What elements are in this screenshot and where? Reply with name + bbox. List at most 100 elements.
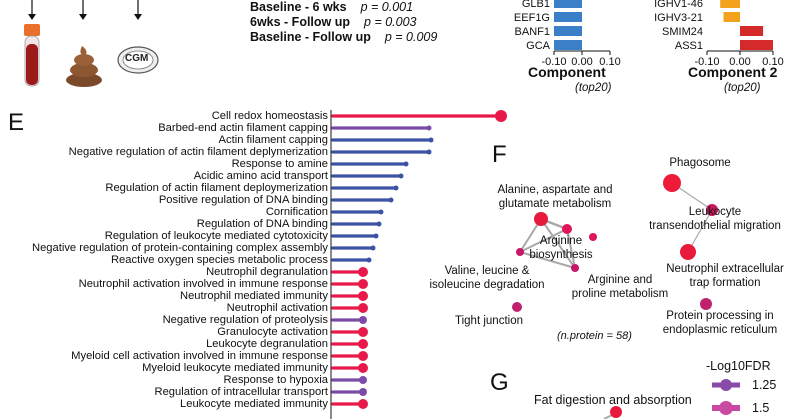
network-f-node-label: Valine, leucine &isoleucine degradation <box>429 265 545 291</box>
arrowhead-tube <box>28 14 36 20</box>
network-f-annotation: (n.protein = 58) <box>557 330 632 342</box>
comp2-gene-label: SMIM24 <box>662 26 703 38</box>
network-f-node <box>516 248 524 256</box>
stat-label-1: Baseline - 6 wks <box>250 0 347 14</box>
comp1-bar-3 <box>554 26 582 36</box>
go-term-label: Regulation of intracellular transport <box>154 385 329 398</box>
legend-glyph-2 <box>712 401 740 415</box>
go-term-label: Response to amine <box>231 157 328 170</box>
go-lollipop-dot <box>358 267 368 277</box>
go-lollipop-dot <box>426 125 432 131</box>
panel-label-f: F <box>492 141 507 168</box>
go-lollipop-dot <box>359 388 367 396</box>
component2-title: Component 2 <box>688 64 778 80</box>
go-term-label: Neutrophil activation <box>226 301 328 314</box>
blood-tube-icon <box>24 24 40 87</box>
arrowhead-cgm <box>134 14 142 20</box>
comp2-gene-label: IGHV3-21 <box>654 12 703 24</box>
go-term-label: Regulation of leukocyte mediated cytotox… <box>104 229 328 242</box>
comp2-gene-label: IGHV1-46 <box>654 0 703 10</box>
go-lollipop-dot <box>358 327 368 337</box>
network-g-label: Fat digestion and absorption <box>534 393 692 407</box>
go-lollipop-dot <box>358 363 368 373</box>
arrowhead-stool <box>79 14 87 20</box>
go-term-label: Cell redox homeostasis <box>211 109 328 122</box>
network-g-node <box>610 406 622 418</box>
go-lollipop-dot <box>393 185 399 191</box>
go-lollipop-dot <box>428 137 434 143</box>
comp1-bar-1 <box>554 0 582 8</box>
go-lollipop-dot <box>403 161 409 167</box>
network-f-node <box>562 224 572 234</box>
go-term-label: Barbed-end actin filament capping <box>158 121 328 134</box>
network-f-node-label: Tight junction <box>455 315 523 327</box>
go-term-label: Neutrophil degranulation <box>206 265 328 278</box>
go-lollipop-dot <box>358 351 368 361</box>
network-f-node-label: Phagosome <box>669 157 731 169</box>
go-lollipop-dot <box>373 233 379 239</box>
go-lollipop-dot <box>370 245 376 251</box>
legend-label-1: 1.25 <box>752 378 777 392</box>
go-lollipop-dot <box>495 110 507 122</box>
stat-row-2: 6wks - Follow up p = 0.003 <box>250 15 417 29</box>
component2-subtitle: (top20) <box>724 82 761 94</box>
go-term-label: Leukocyte degranulation <box>206 337 328 350</box>
go-lollipop-dot <box>359 316 367 324</box>
comp1-gene-label: EEF1G <box>514 12 550 24</box>
stat-label-2: 6wks - Follow up <box>250 15 351 29</box>
comp2-bar-3 <box>740 26 764 36</box>
go-term-label: Actin filament capping <box>218 133 328 146</box>
go-term-label: Negative regulation of actin filament de… <box>68 145 328 158</box>
comp2-bar-1 <box>720 0 740 8</box>
comp1-gene-label: BANF1 <box>515 26 550 38</box>
network-f-node <box>680 244 696 260</box>
go-lollipop-dot <box>398 173 404 179</box>
legend-glyph-1 <box>712 379 740 391</box>
panel-label-g: G <box>490 369 509 396</box>
network-f-node <box>663 174 681 192</box>
network-f-edge <box>540 217 568 231</box>
go-lollipop-dot <box>358 339 368 349</box>
component1-subtitle: (top20) <box>575 82 612 94</box>
go-lollipop-dot <box>359 376 367 384</box>
component1-title: Component <box>528 64 606 80</box>
comp1-gene-label: GLB1 <box>522 0 550 10</box>
go-lollipop-dot <box>358 279 368 289</box>
go-term-label: Cornification <box>265 205 328 218</box>
stat-p-3: p = 0.009 <box>384 30 438 44</box>
go-term-label: Regulation of actin filament deploymeriz… <box>105 181 328 194</box>
go-term-label: Neutrophil activation involved in immune… <box>78 277 328 290</box>
panel-label-e: E <box>8 109 25 136</box>
network-g-edge <box>603 413 615 419</box>
comp2-bar-4 <box>740 40 773 50</box>
stat-p-1: p = 0.001 <box>360 0 414 14</box>
stool-icon <box>66 46 102 87</box>
go-lollipop-dot <box>378 209 384 215</box>
legend-label-2: 1.5 <box>752 401 770 415</box>
go-lollipop-dot <box>426 149 432 155</box>
go-lollipop-dot <box>376 221 382 227</box>
go-term-label: Negative regulation of proteolysis <box>162 313 328 326</box>
network-f-node <box>534 212 548 226</box>
stat-label-3: Baseline - Follow up <box>250 30 371 44</box>
stat-p-2: p = 0.003 <box>364 15 417 29</box>
go-term-label: Granulocyte activation <box>217 325 328 338</box>
go-term-label: Neutrophil mediated immunity <box>180 289 328 302</box>
network-f-node <box>512 302 522 312</box>
go-lollipop-dot <box>358 399 368 409</box>
comp1-bar-2 <box>554 12 582 22</box>
legend-title: -Log10FDR <box>706 359 771 373</box>
go-term-label: Negative regulation of protein-containin… <box>31 241 328 254</box>
go-lollipop-dot <box>358 303 368 313</box>
go-term-label: Positive regulation of DNA binding <box>158 193 328 206</box>
go-term-label: Myeloid leukocyte mediated immunity <box>142 361 328 374</box>
cgm-label: CGM <box>125 53 149 64</box>
go-term-label: Myeloid cell activation involved in immu… <box>71 349 328 362</box>
comp1-gene-label: GCA <box>526 40 551 52</box>
go-term-label: Response to hypoxia <box>223 373 328 386</box>
